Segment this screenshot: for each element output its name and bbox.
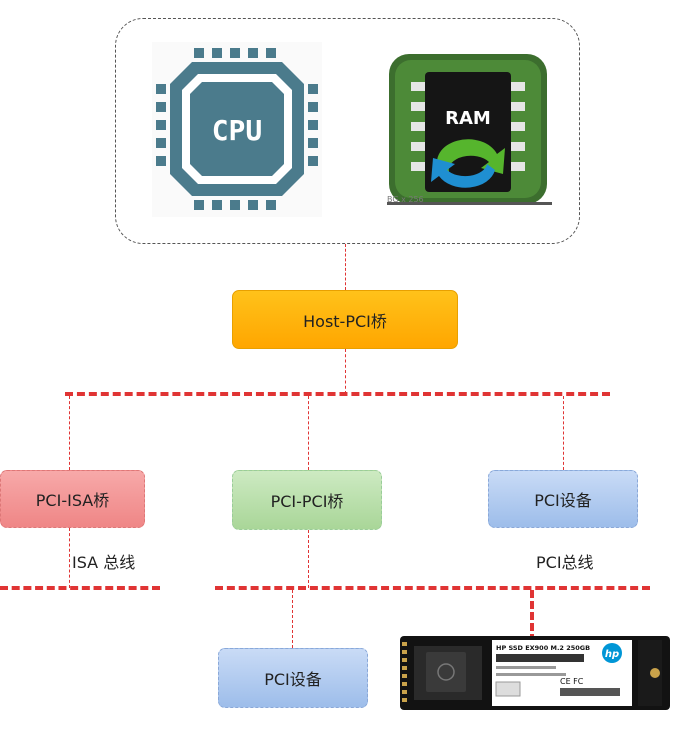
ssd-label: HP SSD EX900 M.2 250GB bbox=[496, 644, 590, 652]
ssd-image: hp HP SSD EX900 M.2 250GB CE FC bbox=[400, 632, 672, 714]
connector-bus-to-pci-isa bbox=[69, 396, 70, 470]
pci-device-bottom-label: PCI设备 bbox=[264, 670, 322, 689]
isa-bus bbox=[0, 586, 160, 590]
pci-bus-label: PCI总线 bbox=[536, 553, 594, 572]
pci-pci-bridge-label: PCI-PCI桥 bbox=[270, 492, 344, 511]
pci-bus-upper bbox=[65, 392, 610, 396]
ssd-brand: hp bbox=[605, 649, 619, 660]
pci-isa-bridge-label: PCI-ISA桥 bbox=[35, 491, 110, 510]
connector-bus-to-pci-device bbox=[563, 396, 564, 470]
host-pci-bridge-label: Host-PCI桥 bbox=[303, 311, 387, 331]
pci-bus-lower bbox=[215, 586, 650, 590]
isa-bus-label: ISA 总线 bbox=[72, 553, 136, 572]
cpu-icon: CPU bbox=[152, 42, 322, 217]
connector-pci-pci-to-pci-bus bbox=[308, 530, 309, 588]
connector-bus-to-ssd bbox=[530, 590, 534, 642]
connector-pci-isa-to-isa-bus bbox=[69, 528, 70, 588]
ram-icon: RAM BG x 256 bbox=[387, 52, 552, 210]
pci-device-top-label: PCI设备 bbox=[534, 491, 592, 510]
connector-bus-to-pci-device-bottom bbox=[292, 590, 293, 648]
ram-label: RAM bbox=[445, 108, 491, 129]
connector-group-to-host bbox=[345, 244, 346, 290]
pci-device-bottom: PCI设备 bbox=[218, 648, 368, 708]
pci-pci-bridge: PCI-PCI桥 bbox=[232, 470, 382, 530]
ram-caption: BG x 256 bbox=[387, 195, 424, 204]
connector-host-to-bus bbox=[345, 349, 346, 394]
ssd-marks: CE FC bbox=[560, 677, 584, 686]
connector-bus-to-pci-pci bbox=[308, 396, 309, 470]
pci-isa-bridge: PCI-ISA桥 bbox=[0, 470, 145, 528]
cpu-label: CPU bbox=[212, 114, 263, 147]
processor-memory-group bbox=[115, 18, 580, 244]
host-pci-bridge: Host-PCI桥 bbox=[232, 290, 458, 349]
pci-device-top: PCI设备 bbox=[488, 470, 638, 528]
